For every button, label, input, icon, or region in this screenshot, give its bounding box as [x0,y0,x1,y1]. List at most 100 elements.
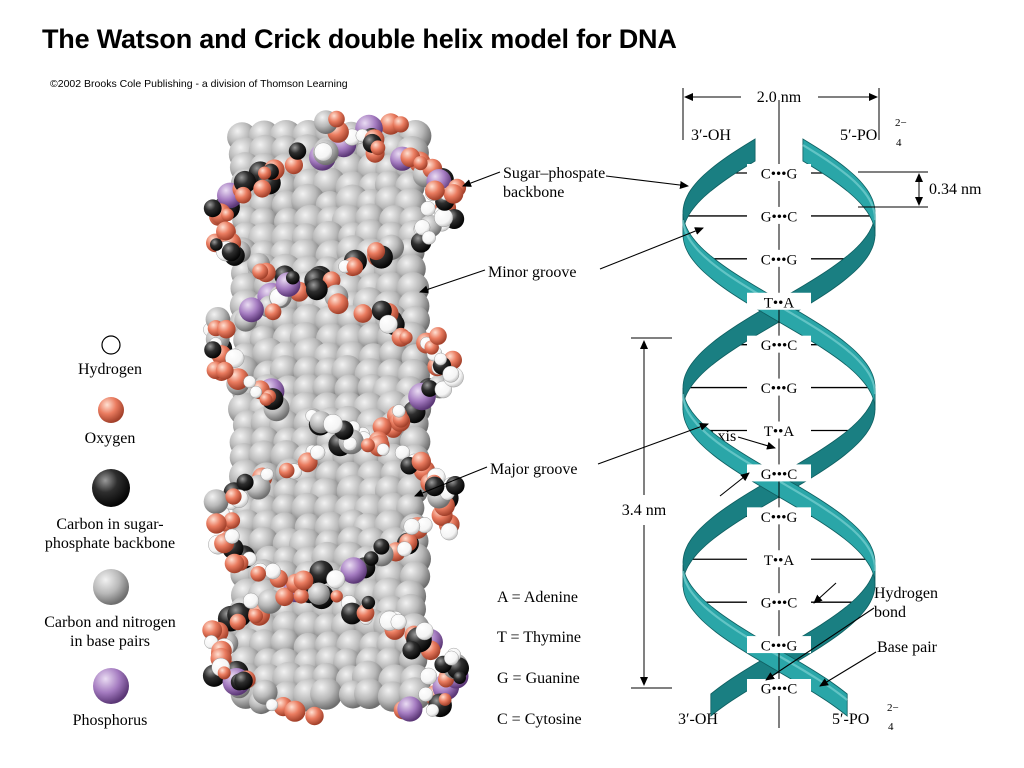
atom-sphere [253,179,272,198]
strand-direction-arrow-up [719,472,750,497]
backbone-annotation: Sugar–phospate backbone [503,164,605,202]
atom-sphere [293,588,309,604]
atom-sphere [353,304,373,323]
atom-sphere [413,156,428,171]
atom-sphere [224,528,240,544]
slide-title: The Watson and Crick double helix model … [42,24,677,54]
atom-sphere [425,180,445,201]
strand-ribbon-segment [682,564,848,717]
base-pair-pointer [819,651,877,687]
atom-sphere [403,518,421,535]
base-pair: G•••C [747,335,811,354]
base-pair-label: G•••C [761,467,798,483]
atom-sphere [249,385,263,399]
space-filling-dna-model [92,110,469,726]
base-pair-label-bg [747,679,811,696]
atom-sphere [360,438,375,453]
atom-sphere [286,270,300,285]
atom-sphere [373,538,390,555]
legend-oxygen-label: Oxygen [84,430,136,447]
atom-sphere [233,170,256,194]
atom-sphere [328,110,345,128]
atom-sphere [258,166,272,180]
bottom-right-end-label: 5′-PO 2− 4 [832,702,899,733]
atom-sphere [203,489,229,514]
base-pair: T••A [747,550,811,569]
hydrogen-bond-pointer [765,607,875,681]
abbr-cytosine: C = Cytosine [497,711,582,728]
hydrogen-bond-annotation: Hydrogen bond [874,584,938,622]
atom-sphere [445,476,465,495]
atom-sphere [243,375,256,389]
atom-sphere [326,569,345,589]
atom-sphere [397,696,423,722]
atom-sphere [236,473,254,491]
atom-sphere [229,613,246,631]
legend-carbon-backbone-line1: Carbon in sugar- [56,516,164,533]
atom-sphere [341,602,363,625]
atom-sphere [354,678,385,709]
base-pair: C•••G [747,164,811,183]
minor-groove-pointer-right [599,227,704,270]
base-pair-label: C•••G [761,252,798,268]
atom-sphere [278,462,295,479]
atom-sphere [418,687,434,702]
base-pair-annotation: Base pair [877,639,937,656]
atom-sphere [378,314,398,334]
atom-sphere [310,444,326,461]
base-pair-label: C•••G [761,639,798,655]
base-pair-label-bg [747,464,811,482]
base-pair: C•••G [747,249,811,268]
atom-sphere [376,443,390,456]
atom-sphere [424,476,445,497]
atom-sphere [438,693,452,706]
strand-ribbon-highlight [681,394,877,572]
base-pair: G•••C [747,206,811,225]
atom-sphere [392,404,406,418]
atom-sphere [225,348,245,368]
carbon-nitrogen-legend-icon [93,569,129,605]
base-pair-label: G•••C [761,682,798,698]
atom-sphere [252,263,269,280]
atom-sphere [210,238,223,251]
atom-sphere [250,566,266,582]
base-pair: G•••C [747,593,811,612]
atom-sphere [224,553,245,574]
backbone-pointer-left [462,171,501,187]
atom-sphere [305,278,328,301]
base-pair-label: T••A [764,295,795,311]
atom-sphere [284,156,303,175]
major-groove-pointer-left [414,466,488,497]
atom-sphere [221,208,234,222]
base-pair-label-bg [747,593,811,611]
base-pair-label: C•••G [761,510,798,526]
atom-sphere [204,341,222,359]
atom-sphere [265,698,279,712]
legend-carbon-backbone-line2: phosphate backbone [44,535,176,552]
base-pair-label-bg [747,206,811,224]
abbr-guanine: G = Guanine [497,670,580,687]
atom-sphere [206,513,227,534]
atom-sphere [288,142,307,160]
atom-sphere [402,641,421,660]
top-left-end-label: 3′-OH [691,127,731,144]
base-pair-label: T••A [764,424,795,440]
atom-sphere [293,570,314,591]
atom-sphere [242,592,259,609]
base-pair-label: G•••C [761,338,798,354]
atom-sphere [307,582,330,605]
atom-sphere [284,700,306,722]
strand-ribbon-highlight [802,144,877,221]
strand-ribbon-highlight [682,570,848,701]
atom-sphere [443,184,464,204]
strand-direction-arrow-down [813,582,837,604]
atom-sphere [323,414,343,434]
atom-sphere [310,677,343,710]
base-pair: T••A [747,421,811,440]
atom-sphere [223,512,241,529]
bottom-right-phosphate-sup: 2− [887,702,899,714]
atom-sphere [442,365,460,383]
atom-sphere [217,666,231,680]
base-pair: G•••C [747,679,811,698]
